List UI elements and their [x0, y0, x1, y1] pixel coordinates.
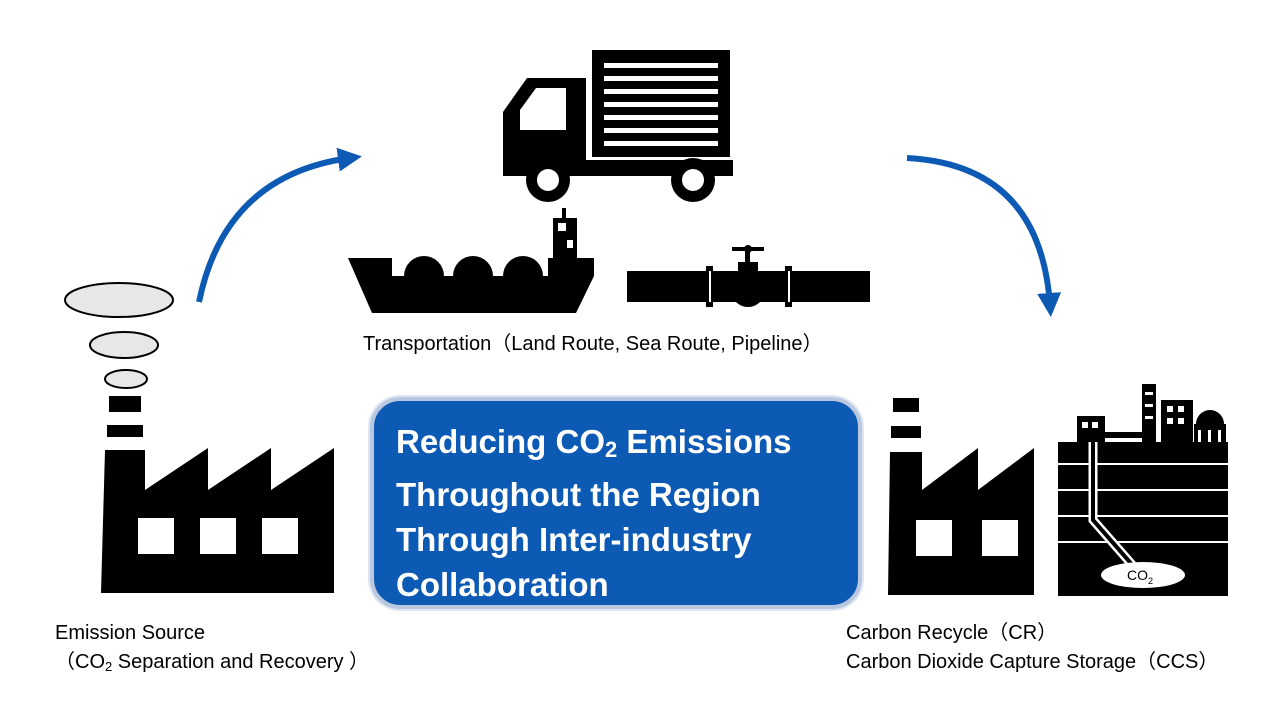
emission-title: Emission Source: [55, 622, 206, 644]
smoke-clouds: [64, 282, 174, 389]
factory-icon: [101, 396, 334, 593]
flow-arrow-right: [906, 155, 1062, 317]
factory-icon: [888, 398, 1034, 595]
center-line-4: Collaboration: [396, 566, 609, 603]
emission-source-label: Emission Source （CO2 Separation and Reco…: [55, 619, 369, 681]
center-line-2: Throughout the Region: [396, 476, 761, 513]
carbon-recycle-label: Carbon Recycle（CR） Carbon Dioxide Captur…: [846, 619, 1218, 677]
center-message-box: Reducing CO2 Emissions Throughout the Re…: [370, 397, 862, 609]
underground-storage-icon: CO2: [1058, 384, 1228, 596]
ccs-title: Carbon Dioxide Capture Storage（CCS）: [846, 651, 1219, 673]
pipeline-valve-icon: [627, 245, 870, 307]
truck-icon: [503, 50, 733, 202]
carbon-recycle-title: Carbon Recycle（CR）: [846, 622, 1058, 644]
flow-arrow-left: [196, 147, 362, 303]
storage-co2-label: CO2: [1127, 567, 1153, 586]
tanker-ship-icon: [348, 208, 594, 313]
center-line-3: Through Inter-industry: [396, 521, 752, 558]
center-line-1: Reducing CO2 Emissions: [396, 423, 792, 462]
emission-subtitle: （CO2 Separation and Recovery ）: [55, 651, 370, 674]
transport-label: Transportation（Land Route, Sea Route, Pi…: [363, 333, 823, 355]
